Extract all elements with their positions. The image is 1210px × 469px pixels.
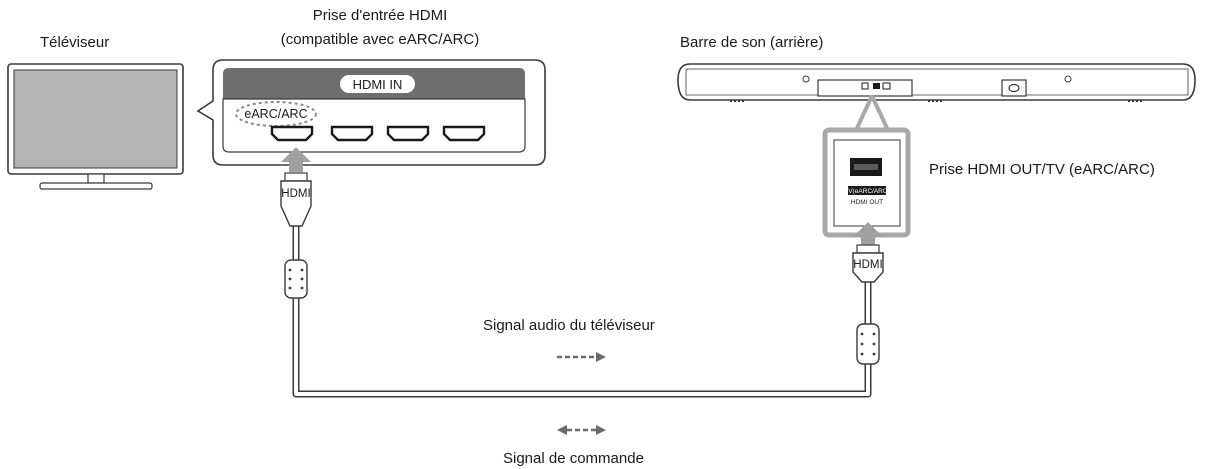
port-label-line1: TV(eARC/ARC) [844, 188, 890, 195]
port-label-line2: HDMI OUT [851, 199, 883, 206]
hdmi-cable [294, 226, 870, 396]
hdmi-port-icon [330, 125, 374, 142]
television-icon [7, 63, 184, 190]
soundbar-icon [677, 63, 1196, 102]
hdmi-plug-icon: HDMI [852, 222, 884, 283]
right-plug-label: HDMI [853, 259, 882, 271]
hdmi-in-badge-text: HDMI IN [353, 77, 403, 92]
hdmi-in-title-line1: Prise d'entrée HDMI [312, 7, 448, 24]
hdmi-port-icon [270, 125, 314, 142]
hdmi-in-badge [340, 75, 415, 93]
hdmi-port-icon [442, 125, 486, 142]
hdmi-out-zoom: TV(eARC/ARC) HDMI OUT [822, 95, 911, 238]
tv-label: Téléviseur [40, 34, 110, 51]
hdmi-in-title-line2: (compatible avec eARC/ARC) [280, 31, 480, 48]
control-signal-label: Signal de commande [503, 450, 644, 467]
hdmi-in-panel: HDMI IN eARC/ARC [196, 59, 546, 166]
earc-label: eARC/ARC [244, 107, 307, 121]
audio-signal-arrow-icon [557, 352, 606, 362]
hdmi-out-port-label: Prise HDMI OUT/TV (eARC/ARC) [929, 161, 1155, 178]
ferrite-core-icon [856, 323, 880, 365]
ferrite-core-icon [284, 259, 308, 299]
left-plug-label: HDMI [281, 188, 310, 200]
hdmi-port-icon [386, 125, 430, 142]
audio-signal-label: Signal audio du téléviseur [483, 317, 655, 334]
soundbar-label: Barre de son (arrière) [680, 34, 824, 51]
hdmi-plug-icon: HDMI [280, 147, 312, 227]
control-signal-arrow-icon [557, 425, 606, 435]
hdmi-cable-outline [292, 226, 872, 398]
